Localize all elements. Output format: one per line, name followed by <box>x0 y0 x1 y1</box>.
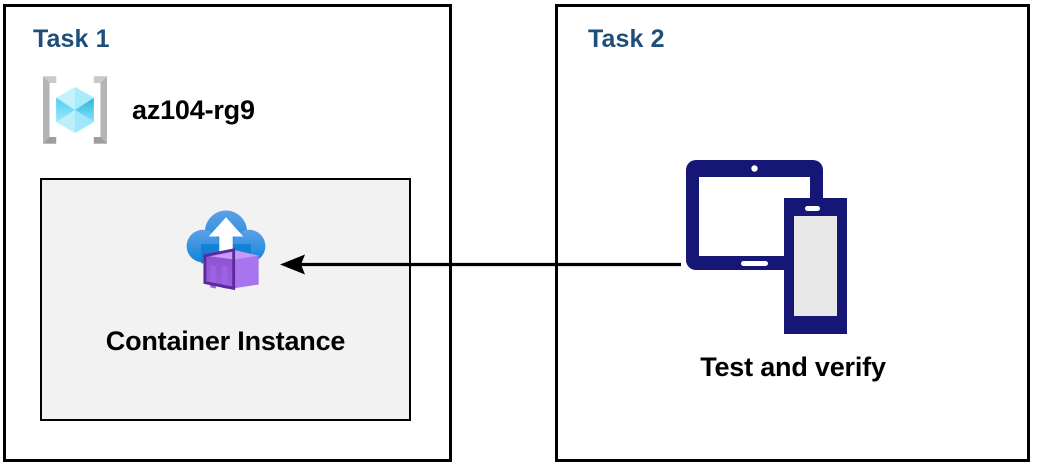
panel-title-task-2: Task 2 <box>588 25 665 53</box>
container-instance-label: Container Instance <box>105 326 346 356</box>
test-and-verify-label: Test and verify <box>700 352 886 382</box>
resource-group-label: az104-rg9 <box>132 94 255 125</box>
resource-group-row: az104-rg9 <box>34 69 255 151</box>
panel-task-1: Task 1 <box>3 4 452 462</box>
container-instance-box: Container Instance <box>40 178 411 421</box>
panel-title-task-1: Task 1 <box>33 25 110 53</box>
azure-resource-group-icon <box>34 69 116 151</box>
